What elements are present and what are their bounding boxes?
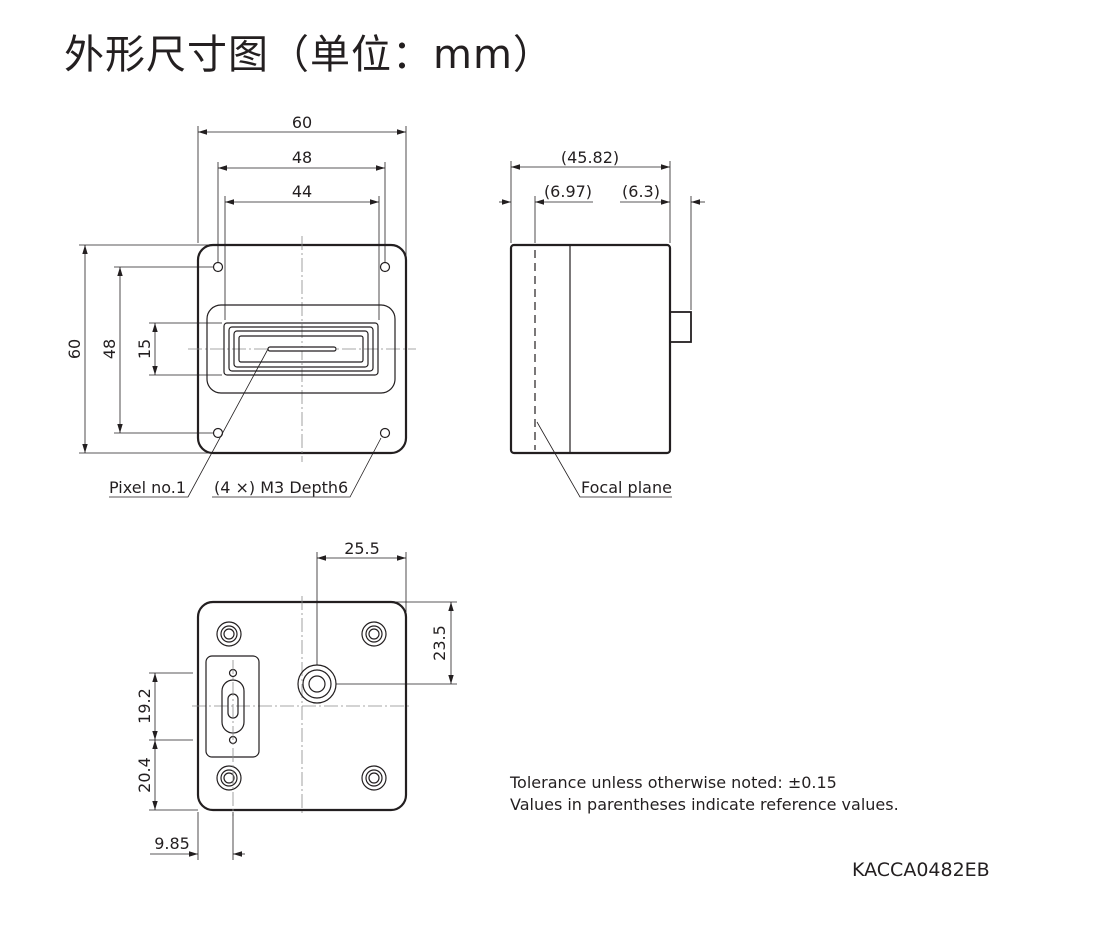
dim-front-width-60: 60 <box>292 113 312 132</box>
sensor-window-outer <box>206 304 396 394</box>
dim-side-connector-6-3: (6.3) <box>622 182 660 201</box>
label-focal-plane: Focal plane <box>581 478 672 497</box>
leader-focal-plane <box>536 421 672 498</box>
pixel-line <box>267 346 337 352</box>
sensor-window-frame-3 <box>233 330 369 368</box>
rear-screw-top-left <box>216 621 242 647</box>
rear-view: 25.5 23.5 19.2 20.4 9.85 <box>135 539 457 860</box>
rear-connector-plate <box>205 655 260 758</box>
rear-screw-bottom-left <box>216 765 242 791</box>
sensor-window-frame-2 <box>228 326 374 372</box>
mounting-hole-bottom-right <box>379 427 391 439</box>
side-view: (45.82) (6.97) (6.3) Focal plane <box>499 148 705 498</box>
page-title: 外形尺寸图（单位：mm） <box>64 32 554 78</box>
note-tolerance: Tolerance unless otherwise noted: ±0.15 <box>510 773 837 792</box>
rear-screw-bottom-right <box>361 765 387 791</box>
dim-front-slot-15: 15 <box>135 339 154 359</box>
dim-rear-slot-x-9-85: 9.85 <box>154 834 190 853</box>
rear-screw-top-right <box>361 621 387 647</box>
label-mounting-holes: (4 ×) M3 Depth6 <box>214 478 348 497</box>
dim-front-height-48: 48 <box>100 339 119 359</box>
rear-round-connector <box>297 664 337 704</box>
dim-front-height-60: 60 <box>65 339 84 359</box>
dim-front-width-44: 44 <box>292 182 312 201</box>
mounting-hole-top-left <box>212 261 224 273</box>
drawing-code: KACCA0482EB <box>852 859 990 881</box>
dim-rear-connector-y-23-5: 23.5 <box>430 625 449 661</box>
tolerance-notes: Tolerance unless otherwise noted: ±0.15 … <box>510 772 899 816</box>
dim-side-length-45-82: (45.82) <box>561 148 619 167</box>
dim-rear-slot-20-4: 20.4 <box>135 757 154 793</box>
dim-front-width-48: 48 <box>292 148 312 167</box>
front-view: 60 48 44 60 48 15 Pixel no.1 (4 ×) M3 De… <box>65 113 416 498</box>
leader-pixel-no1 <box>109 348 269 498</box>
dim-rear-slot-19-2: 19.2 <box>135 688 154 724</box>
side-body-outline <box>509 243 672 455</box>
note-reference-values: Values in parentheses indicate reference… <box>510 795 899 814</box>
dim-side-focal-6-97: (6.97) <box>544 182 592 201</box>
mounting-hole-top-right <box>379 261 391 273</box>
leader-mounting-holes <box>212 437 382 498</box>
label-pixel-no1: Pixel no.1 <box>109 478 186 497</box>
sensor-window-frame-4 <box>238 335 364 363</box>
side-connector <box>669 311 692 343</box>
sensor-window-frame-1 <box>223 322 379 376</box>
dim-rear-connector-x-25-5: 25.5 <box>344 539 380 558</box>
